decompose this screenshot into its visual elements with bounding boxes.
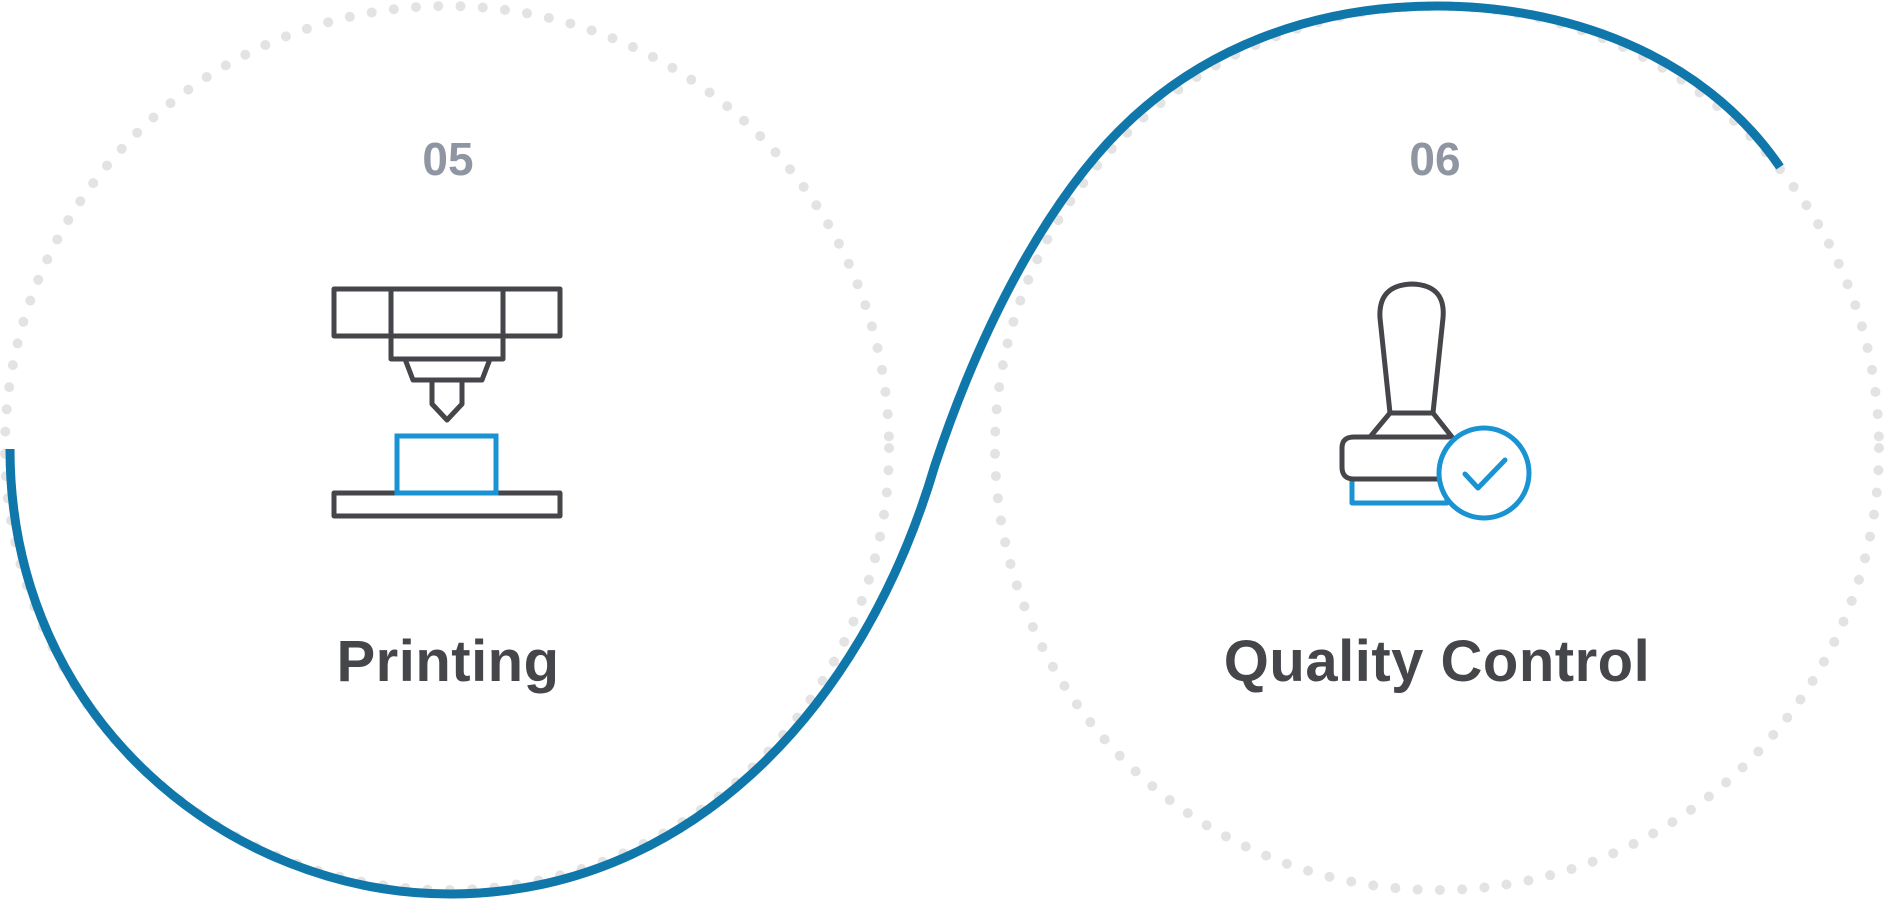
printed-object-shape [394,433,499,496]
step-title-printing: Printing [336,629,560,694]
approval-stamp-icon [1339,281,1532,521]
step-number-06: 06 [1409,133,1461,185]
step-2-dotted-ring [990,1,1884,895]
step-title-quality-control: Quality Control [1223,629,1651,694]
flow-connector-curve [5,1,1784,899]
step-number-05: 05 [422,133,474,185]
3d-printer-icon [331,286,563,519]
